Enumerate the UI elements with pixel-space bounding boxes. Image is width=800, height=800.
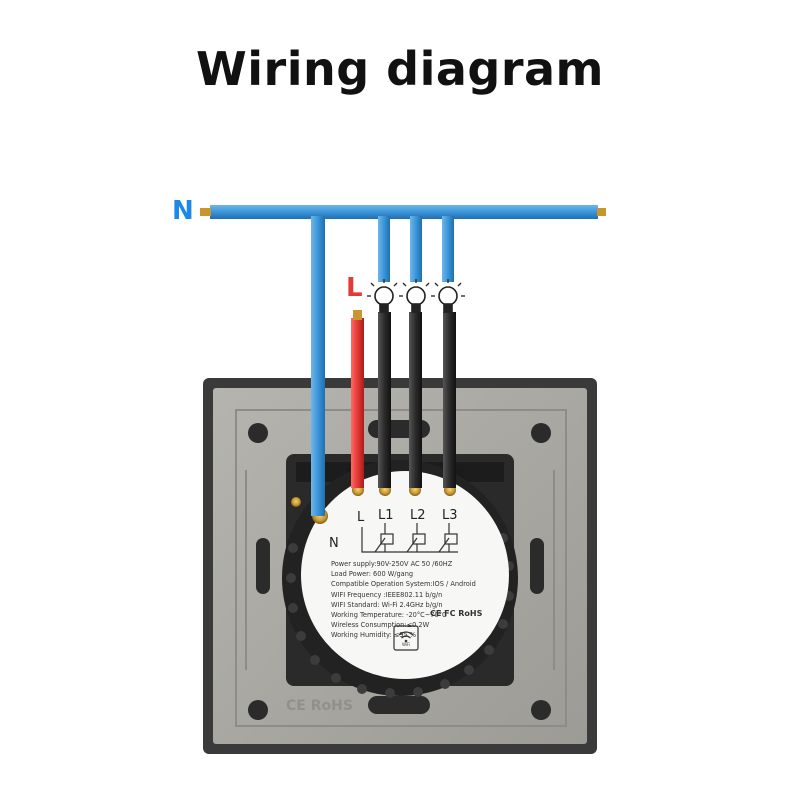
- terminal-label-l2: L2: [410, 508, 426, 523]
- terminal-label-n: N: [329, 536, 339, 551]
- spec-line: Compatible Operation System:IOS / Androi…: [331, 580, 476, 589]
- terminal-label-l: L: [357, 510, 365, 525]
- side-slot-right: [530, 538, 544, 594]
- mount-hole-top-left: [248, 423, 268, 443]
- relay-module: [282, 454, 518, 698]
- embossed-mark: CE RoHS: [286, 698, 353, 714]
- spec-line: Load Power: 600 W/gang: [331, 570, 414, 579]
- lamp1-neutral-wire: [378, 216, 390, 282]
- terminal-label-l1: L1: [378, 508, 394, 523]
- side-slot-left: [256, 538, 270, 594]
- load3-wire: [443, 312, 456, 488]
- spec-line: Wireless Consumption:≤0.2W: [331, 621, 430, 630]
- spec-line: Working Temperature: -20°C~70°C: [331, 611, 447, 620]
- mount-hole-bottom-left: [248, 700, 268, 720]
- page-title: Wiring diagram: [196, 42, 604, 96]
- neutral-drop-wire: [311, 216, 325, 516]
- wifi-icon: [393, 625, 419, 651]
- load2-wire: [409, 312, 422, 488]
- live-wire: [351, 318, 364, 488]
- relay-symbol-icon: [361, 523, 458, 553]
- lamp2-neutral-wire: [410, 216, 422, 282]
- terminal-label-l3: L3: [442, 508, 458, 523]
- spec-line: Power supply:90V-250V AC 50 /60HZ: [331, 560, 453, 568]
- plate-inner-rim: [235, 409, 567, 727]
- spec-line: Working Humidity: ≤95 %: [331, 631, 416, 640]
- certification-marks: CE FC RoHS: [430, 609, 483, 618]
- neutral-bus-end-left: [200, 208, 211, 216]
- load1-wire: [378, 312, 391, 488]
- bottom-slot: [368, 696, 430, 714]
- live-wire-label: L: [346, 273, 363, 303]
- ring-notches: [286, 533, 514, 698]
- neutral-wire-label: N: [172, 196, 194, 226]
- bulb-rays: [367, 279, 465, 297]
- lamp3-neutral-wire: [442, 216, 454, 282]
- spec-list: Power supply:90V-250V AC 50 /60HZ Load P…: [331, 559, 511, 641]
- neutral-bus-wire: [210, 205, 598, 219]
- wifi-module-label: WiFi: [401, 642, 411, 647]
- live-wire-tip: [353, 310, 362, 320]
- spec-line: WIFI Standard: Wi-Fi 2.4GHz b/g/n: [331, 600, 443, 609]
- neutral-bus-end-right: [597, 208, 606, 216]
- bulb-icon: [374, 286, 458, 313]
- mount-hole-bottom-right: [531, 700, 551, 720]
- mount-hole-top-right: [531, 423, 551, 443]
- spec-line: WIFI Frequency :IEEE802.11 b/g/n: [331, 590, 443, 599]
- label-disc: [301, 471, 509, 679]
